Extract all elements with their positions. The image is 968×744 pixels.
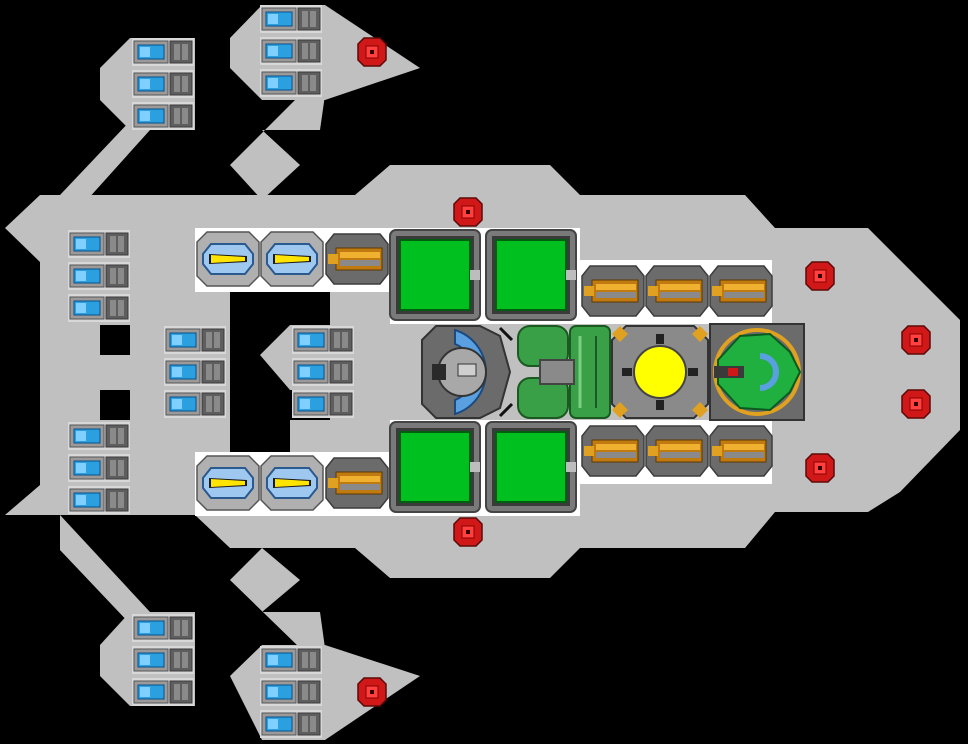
central-spine bbox=[421, 323, 805, 421]
orange-turret[interactable] bbox=[709, 265, 773, 317]
shield-generator[interactable] bbox=[709, 323, 805, 421]
thruster[interactable] bbox=[131, 677, 195, 707]
thruster[interactable] bbox=[259, 4, 323, 34]
orange-turret[interactable] bbox=[581, 265, 645, 317]
thruster[interactable] bbox=[291, 389, 355, 419]
bridge-module[interactable] bbox=[421, 325, 514, 419]
hull-pylon-top-right bbox=[230, 5, 420, 100]
thruster[interactable] bbox=[67, 485, 131, 515]
orange-turret[interactable] bbox=[645, 425, 709, 477]
storage-tanks[interactable] bbox=[517, 325, 611, 419]
thruster[interactable] bbox=[259, 709, 323, 739]
thruster[interactable] bbox=[259, 645, 323, 675]
reactor-core[interactable] bbox=[611, 325, 709, 419]
red-block[interactable] bbox=[901, 325, 931, 355]
thruster[interactable] bbox=[259, 36, 323, 66]
red-block[interactable] bbox=[453, 517, 483, 547]
yellow-missile-launcher[interactable] bbox=[196, 455, 260, 511]
thruster[interactable] bbox=[131, 37, 195, 67]
green-core[interactable] bbox=[389, 229, 481, 321]
thruster[interactable] bbox=[131, 69, 195, 99]
thruster[interactable] bbox=[67, 421, 131, 451]
thruster[interactable] bbox=[291, 325, 355, 355]
thruster[interactable] bbox=[67, 453, 131, 483]
thruster[interactable] bbox=[291, 357, 355, 387]
red-block[interactable] bbox=[901, 389, 931, 419]
thruster[interactable] bbox=[163, 389, 227, 419]
thruster[interactable] bbox=[67, 229, 131, 259]
thruster[interactable] bbox=[163, 325, 227, 355]
thruster[interactable] bbox=[259, 68, 323, 98]
yellow-missile-launcher[interactable] bbox=[260, 455, 324, 511]
thruster[interactable] bbox=[131, 645, 195, 675]
orange-turret[interactable] bbox=[709, 425, 773, 477]
orange-turret[interactable] bbox=[645, 265, 709, 317]
yellow-missile-launcher[interactable] bbox=[260, 231, 324, 287]
hull-notch-left-top bbox=[100, 325, 130, 355]
orange-turret[interactable] bbox=[581, 425, 645, 477]
green-core[interactable] bbox=[485, 229, 577, 321]
orange-turret[interactable] bbox=[325, 233, 389, 285]
red-block[interactable] bbox=[357, 37, 387, 67]
red-block[interactable] bbox=[453, 197, 483, 227]
red-block[interactable] bbox=[357, 677, 387, 707]
thruster[interactable] bbox=[67, 293, 131, 323]
red-block[interactable] bbox=[805, 261, 835, 291]
hull-strut-lower bbox=[230, 548, 325, 648]
thruster[interactable] bbox=[131, 613, 195, 643]
green-core[interactable] bbox=[485, 421, 577, 513]
thruster[interactable] bbox=[259, 677, 323, 707]
red-block[interactable] bbox=[805, 453, 835, 483]
yellow-missile-launcher[interactable] bbox=[196, 231, 260, 287]
thruster[interactable] bbox=[131, 101, 195, 131]
orange-turret[interactable] bbox=[325, 457, 389, 509]
hull-notch-left-bottom bbox=[100, 390, 130, 420]
hull-strut-upper bbox=[230, 95, 325, 200]
green-core[interactable] bbox=[389, 421, 481, 513]
thruster[interactable] bbox=[163, 357, 227, 387]
hull-pylon-bottom-right bbox=[230, 645, 420, 740]
thruster[interactable] bbox=[67, 261, 131, 291]
